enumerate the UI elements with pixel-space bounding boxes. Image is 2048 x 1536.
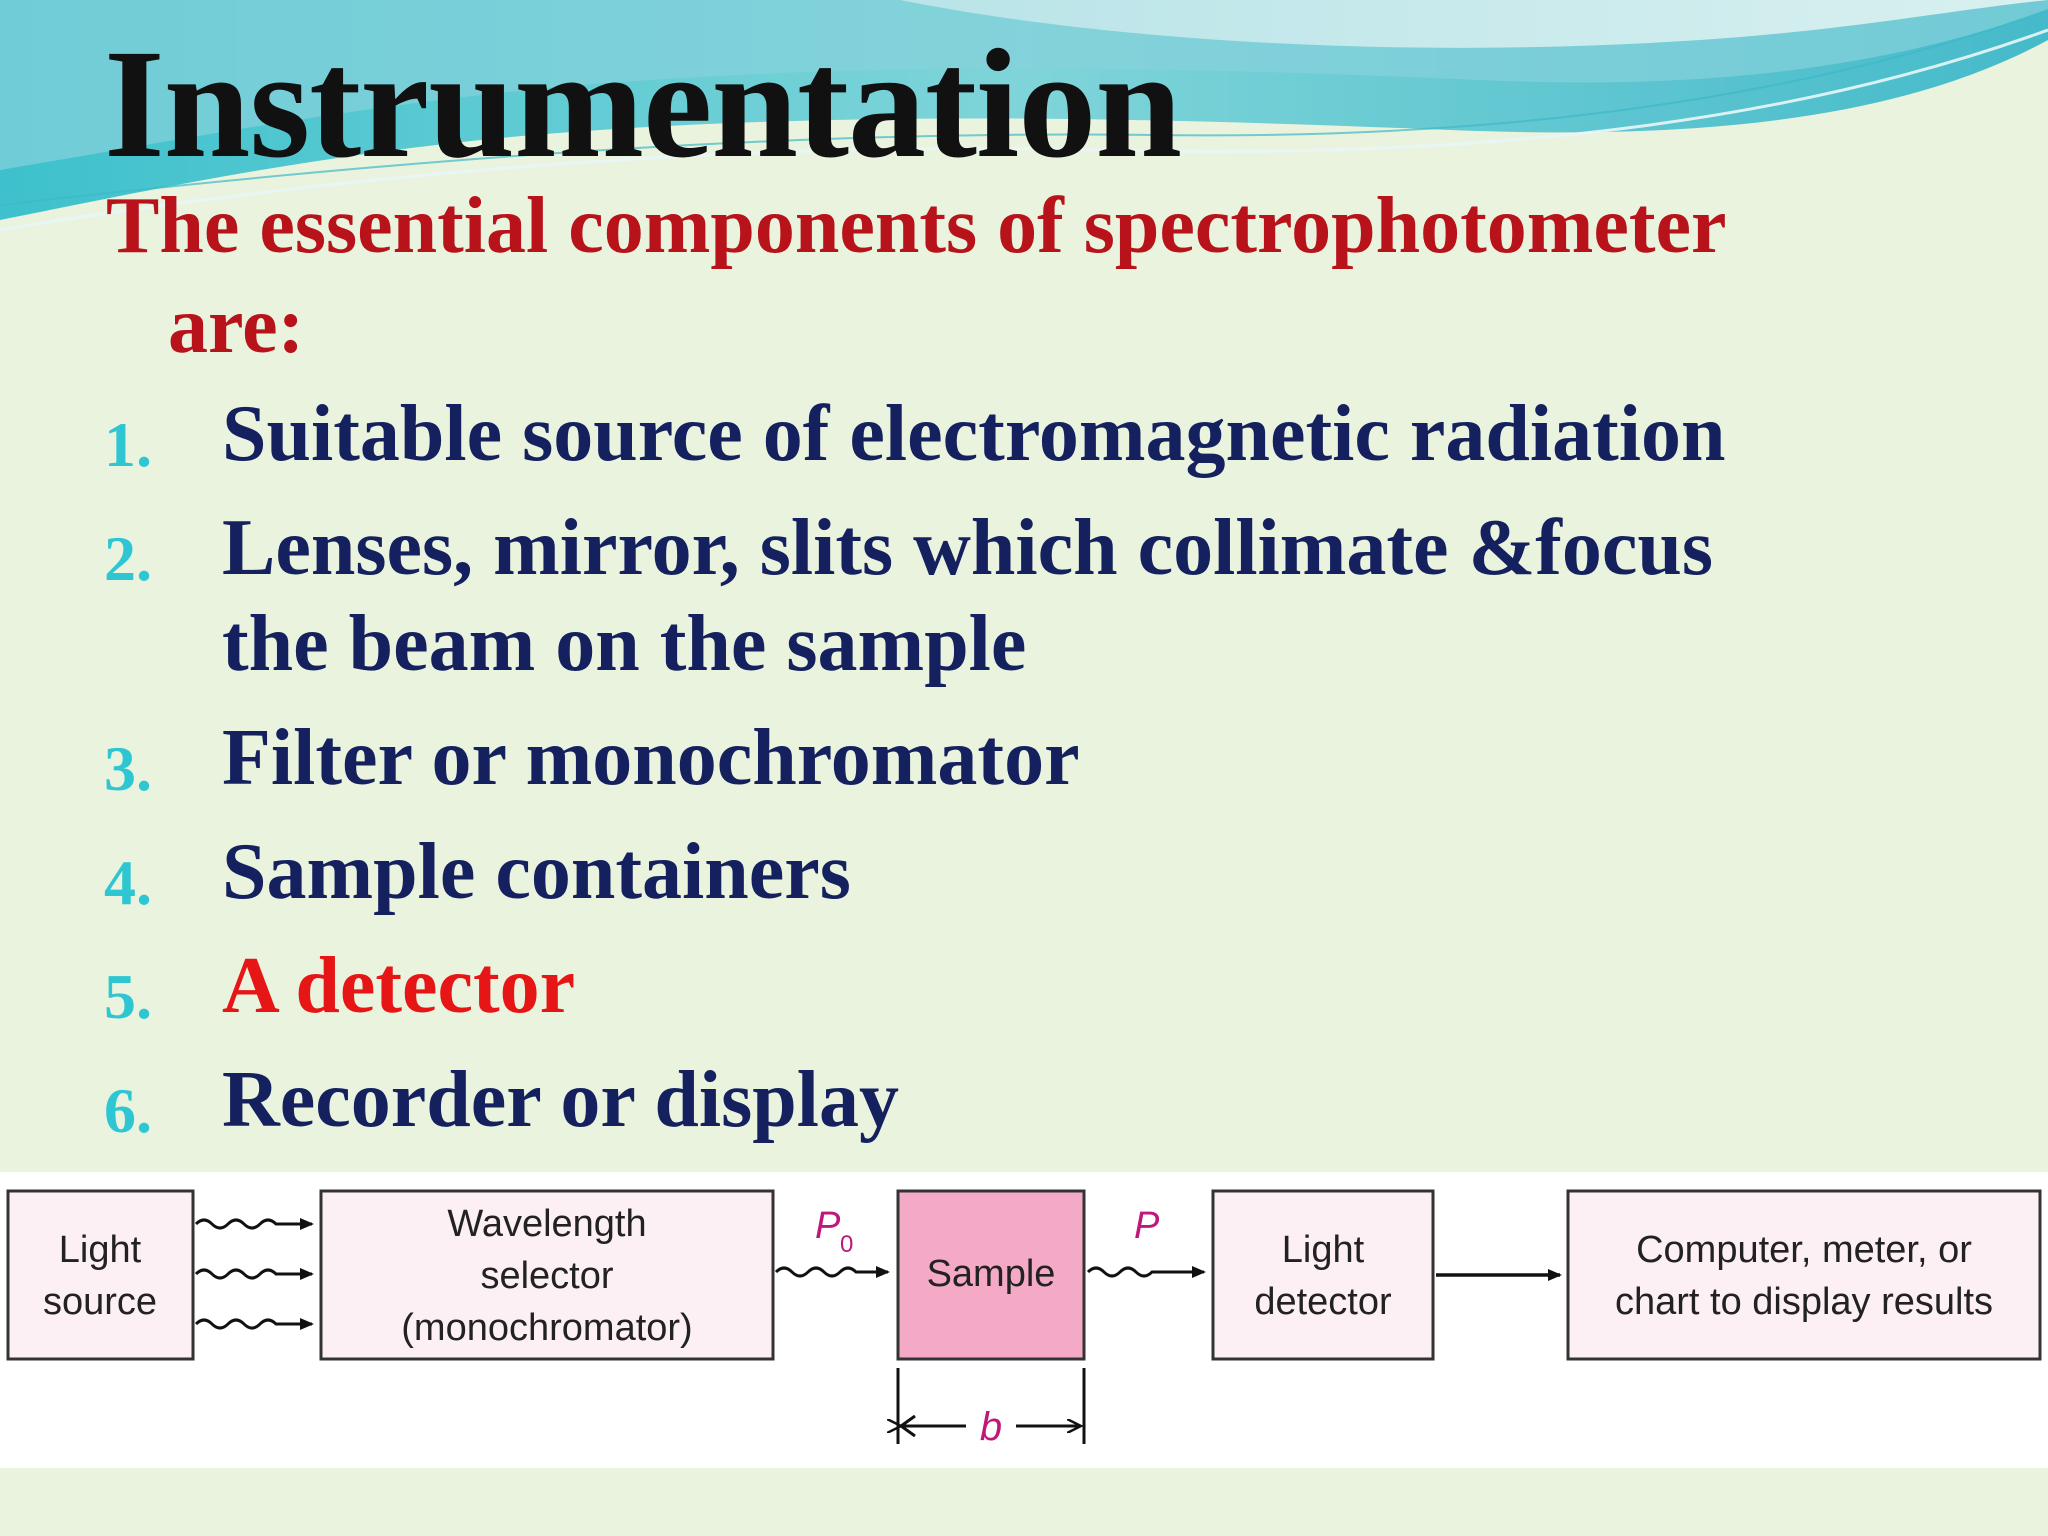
list-text: Recorder or display (222, 1056, 899, 1144)
slide-title: Instrumentation (104, 17, 1182, 190)
light-detector-label-1: Light (1282, 1229, 1365, 1271)
spectrophotometer-block-diagram: Light source Wavelength selector (monoch… (6, 1189, 2042, 1449)
list-number: 1. (104, 409, 152, 480)
display-results-box: Computer, meter, or chart to display res… (1566, 1189, 2042, 1361)
display-label-2: chart to display results (1615, 1281, 1993, 1323)
wavelength-selector-label-1: Wavelength (447, 1203, 646, 1245)
light-detector-box: Light detector (1211, 1189, 1435, 1361)
radiation-wavy-arrows (194, 1218, 314, 1330)
list-number: 2. (104, 523, 152, 594)
subtitle-line-2: are: (168, 282, 305, 370)
sample-label: Sample (927, 1253, 1056, 1295)
path-length-label: b (980, 1405, 1002, 1449)
path-length-indicator (898, 1368, 1086, 1444)
list-text: Filter or monochromator (222, 714, 1080, 802)
components-list: 1. Suitable source of electromagnetic ra… (104, 390, 1726, 1146)
spectrophotometer-diagram-area: Light source Wavelength selector (monoch… (0, 1172, 2048, 1468)
p-beam-arrow: P (1086, 1205, 1206, 1278)
light-source-label-1: Light (59, 1229, 142, 1271)
decorative-waves (0, 0, 2048, 232)
sample-box: Sample (896, 1189, 1086, 1361)
list-text: Lenses, mirror, slits which collimate &f… (222, 504, 1713, 592)
slide-subtitle: The essential components of spectrophoto… (106, 176, 1966, 376)
list-text: Suitable source of electromagnetic radia… (222, 390, 1726, 478)
path-length-left-arrowhead (898, 1414, 916, 1438)
wavelength-selector-label-3: (monochromator) (401, 1307, 692, 1349)
p-label: P (1134, 1205, 1160, 1247)
p0-label: P (815, 1205, 841, 1247)
display-label-1: Computer, meter, or (1636, 1229, 1972, 1271)
list-number: 5. (104, 961, 152, 1032)
light-detector-label-2: detector (1254, 1281, 1392, 1323)
light-source-box: Light source (6, 1189, 195, 1361)
p0-beam-arrow: P 0 (774, 1205, 890, 1278)
list-text: Sample containers (222, 828, 851, 916)
wavelength-selector-label-2: selector (480, 1255, 613, 1297)
light-source-label-2: source (43, 1281, 157, 1323)
list-text-highlighted: A detector (222, 942, 576, 1030)
list-number: 3. (104, 733, 152, 804)
wavelength-selector-box: Wavelength selector (monochromator) (319, 1189, 775, 1361)
list-number: 4. (104, 847, 152, 918)
p0-subscript: 0 (840, 1231, 853, 1258)
subtitle-line-1: The essential components of spectrophoto… (106, 182, 1727, 270)
list-number: 6. (104, 1075, 152, 1146)
list-text-continued: the beam on the sample (222, 600, 1027, 688)
